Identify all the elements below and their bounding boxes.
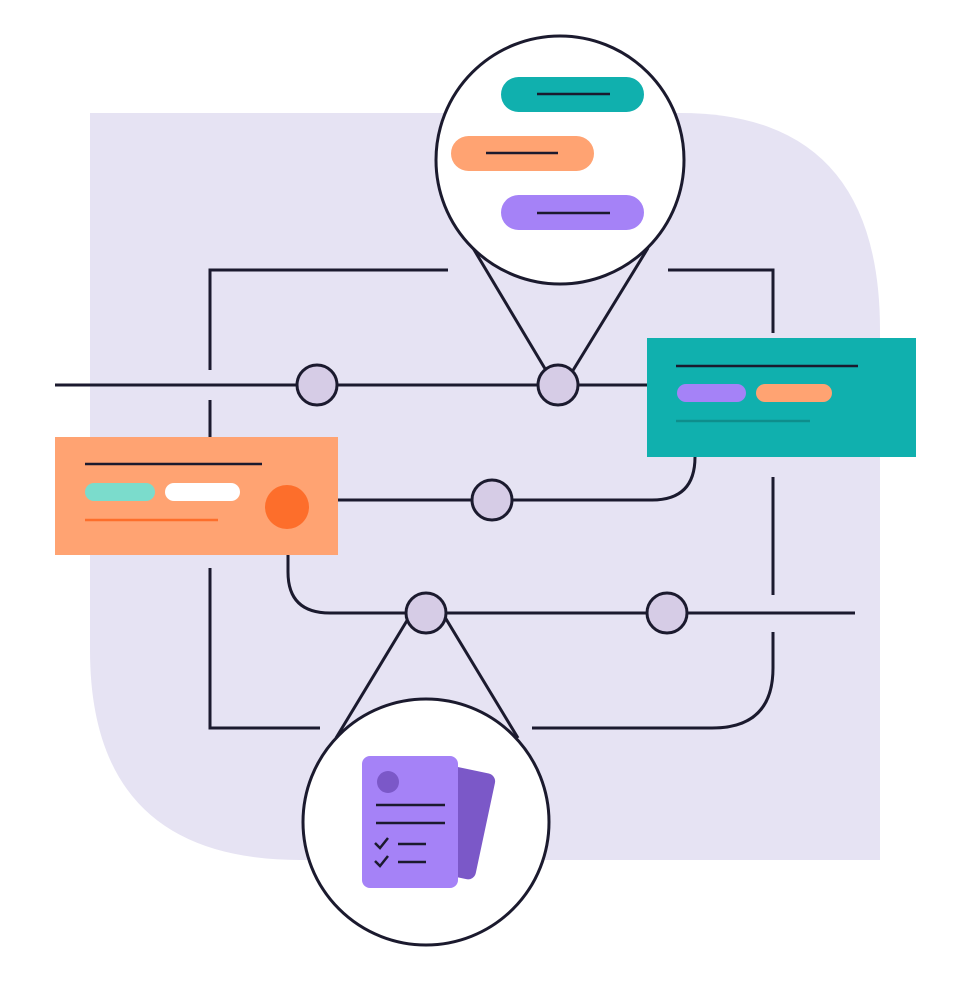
top-callout [434, 34, 686, 286]
node-top-center [536, 363, 580, 407]
mint-pill [85, 483, 155, 501]
callout-connectors [334, 247, 650, 739]
orange-card [55, 437, 338, 555]
middle-flow-line [338, 456, 697, 502]
peach-pill-small [756, 384, 832, 402]
orange-dot [265, 485, 309, 529]
node-middle [470, 478, 514, 522]
teal-card [647, 338, 916, 457]
node-top-left [295, 363, 339, 407]
white-pill [165, 483, 240, 501]
bottom-callout [301, 697, 551, 947]
node-bottom-right [645, 591, 689, 635]
node-bottom-left [404, 591, 448, 635]
purple-pill-small [677, 384, 746, 402]
outer-track [208, 268, 775, 730]
bottom-flow-line [286, 555, 855, 615]
nodes [295, 363, 689, 635]
document-checklist-icon [362, 756, 496, 888]
